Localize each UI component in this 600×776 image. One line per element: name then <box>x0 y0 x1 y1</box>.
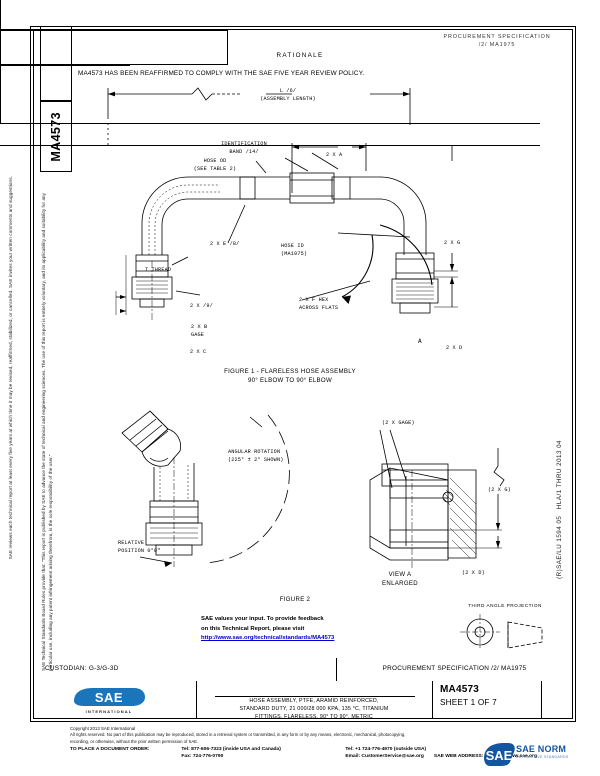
feedback-line2: on this Technical Report, please visit <box>201 625 305 632</box>
disclaimer-block: SAE Technical Standards Board Rules prov… <box>41 176 67 671</box>
third-angle-projection-symbol <box>460 614 543 650</box>
label-2xc: 2 X C <box>190 349 207 355</box>
svg-text:SAE: SAE <box>486 748 513 763</box>
sae-logo: SAE <box>74 688 145 706</box>
side-code-text: (R)SAE/LU 1594 05 HLA/1 THRU 2013 04 <box>556 440 563 579</box>
label-relative-position: RELATIVE POSITION 0°0" <box>118 540 161 554</box>
third-angle-projection-box <box>0 65 130 123</box>
label-assembly-length: L /6/ (ASSEMBLY LENGTH) <box>260 88 316 102</box>
figure1-drawing <box>107 87 458 321</box>
document-number: MA4573 <box>440 684 479 695</box>
label-2xb-gage: 2 X B GAGE <box>191 324 208 338</box>
watermark-logo: SAE <box>484 743 515 766</box>
feedback-box <box>0 30 228 65</box>
custodian-text: CUSTODIAN: G-3/G-3D <box>45 665 119 672</box>
left-tab-docnumber-label: MA4573 <box>40 101 72 172</box>
footer-web[interactable]: http://www.sae.org <box>493 753 537 759</box>
label-section-a: A <box>418 338 422 345</box>
view-a-caption-line2: ENLARGED <box>382 580 418 587</box>
footer: Copyright 2013 SAE International All rig… <box>70 726 540 759</box>
figure1-caption-line1: FIGURE 1 - FLARELESS HOSE ASSEMBLY <box>224 368 356 375</box>
left-tab-docnumber-text: MA4573 <box>49 111 63 162</box>
label-identification-band: IDENTIFICATION BAND /14/ <box>221 141 267 155</box>
left-tab-docnumber <box>40 101 72 172</box>
label-view-a-gage: (2 X GAGE) <box>382 420 415 426</box>
title-block-divider-3 <box>541 681 542 719</box>
third-angle-projection-title: THIRD ANGLE PROJECTION <box>468 603 542 608</box>
disclaimer-block-2: SAE reviews each technical report at lea… <box>8 176 22 676</box>
footer-email[interactable]: Email: CustomerService@sae.org <box>345 753 424 759</box>
label-view-a-d: (2 X D) <box>462 570 485 576</box>
label-2xf-hex: 2 X F HEX ACROSS FLATS <box>299 297 339 311</box>
feedback-link[interactable]: http://www.sae.org/technical/standards/M… <box>201 635 335 642</box>
label-hose-od: HOSE OD (SEE TABLE 2) <box>193 158 237 172</box>
footer-tel-us: Tel: 877-606-7323 (inside USA and Canada… <box>181 746 281 752</box>
label-view-a-g: (2 X G) <box>488 487 511 493</box>
disclaimer-col1: SAE Technical Standards Board Rules prov… <box>41 191 53 671</box>
label-hose-id: HOSE ID (MA1975) <box>281 243 308 257</box>
watermark-sub: AUTOMOTIVE STANDARDS <box>516 755 569 759</box>
drawing-inner-frame <box>33 29 573 719</box>
title-block-divider-1 <box>196 681 197 719</box>
label-2xg: 2 X G <box>444 240 461 246</box>
svg-text:SAE: SAE <box>95 690 123 705</box>
rationale-title: RATIONALE <box>276 52 324 59</box>
footer-web-label: SAE WEB ADDRESS: <box>433 753 484 759</box>
left-tab-blank <box>40 26 72 101</box>
label-2xd: 2 X D <box>446 345 463 351</box>
header-spec-text: PROCUREMENT SPECIFICATION /2/ MA1975 <box>443 34 551 49</box>
label-angular-rotation: ANGULAR ROTATION (225° ± 2° SHOWN) <box>228 449 284 463</box>
feedback-text: SAE values your input. To provide feedba… <box>201 615 421 644</box>
title-block-divider-2 <box>432 681 433 719</box>
label-t-thread: T THREAD <box>145 267 172 273</box>
drawing-outer-frame <box>30 26 576 722</box>
watermark-title: SAE NORM <box>516 744 567 754</box>
figure2-caption: FIGURE 2 <box>279 596 311 603</box>
custodian-row <box>0 123 540 146</box>
standard-description: HOSE ASSEMBLY, PTFE, ARAMID REINFORCED, … <box>239 698 389 721</box>
footer-tel-outside: Tel: +1 724-776-4970 (outside USA) <box>345 746 427 752</box>
sae-logo-sub: INTERNATIONAL <box>85 709 133 714</box>
document-sheet: SHEET 1 OF 7 <box>440 698 497 707</box>
rationale-body: MA4573 HAS BEEN REAFFIRMED TO COMPLY WIT… <box>78 70 365 77</box>
procurement-spec-text: PROCUREMENT SPECIFICATION /2/ MA1975 <box>382 665 527 672</box>
label-2x9: 2 X /9/ <box>190 303 213 309</box>
title-underline <box>215 696 415 697</box>
view-a-caption-line1: VIEW A <box>388 571 412 578</box>
footer-copyright: Copyright 2013 SAE International <box>70 726 136 731</box>
view-a-drawing <box>369 429 505 570</box>
figure1-caption-line2: 90° ELBOW TO 90° ELBOW <box>247 377 333 384</box>
footer-rights-1: All rights reserved. No part of this pub… <box>70 732 406 738</box>
figure2-drawing <box>121 410 290 567</box>
footer-rights-2: recording, or otherwise, without the pri… <box>70 738 199 744</box>
custodian-divider <box>336 658 337 681</box>
footer-fax: Fax: 724-776-0790 <box>181 753 224 759</box>
disclaimer-col2: SAE reviews each technical report at lea… <box>8 176 13 560</box>
label-2xa: 2 X A <box>326 152 343 158</box>
label-2xe: 2 X E /8/ <box>210 241 240 247</box>
feedback-line1: SAE values your input. To provide feedba… <box>201 616 324 622</box>
footer-order-label: TO PLACE A DOCUMENT ORDER: <box>70 746 150 752</box>
